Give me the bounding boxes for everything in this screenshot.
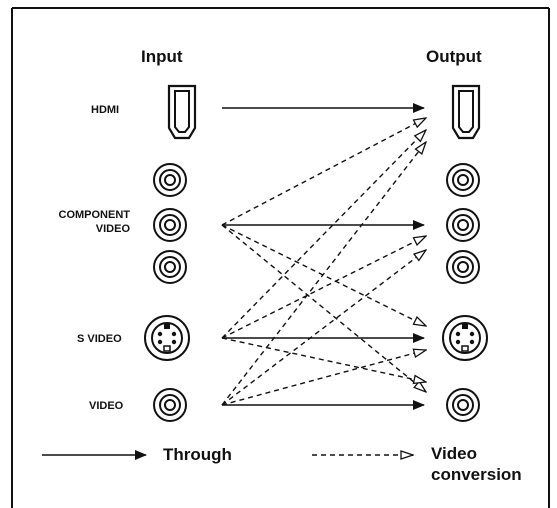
rca-jack-icon [153,163,187,197]
conversion-arrows [221,118,426,406]
conversion-arrow-component-to-hdmi [221,118,426,226]
s-video-jack-icon [144,315,190,361]
row-label-hdmi: HDMI [91,104,120,116]
conversion-arrow-video-to-hdmi [221,142,426,406]
rca-jack-icon [446,208,480,242]
hdmi-port-icon [167,84,197,140]
rca-jack-icon [153,388,187,422]
conversion-arrow-component-to-video [221,224,426,392]
rca-jack-icon [446,388,480,422]
s-video-jack-icon [442,315,488,361]
rca-jack-icon [153,250,187,284]
legend-conversion-label: Video conversion [431,443,522,485]
conversion-arrow-component-to-svideo [221,224,426,326]
row-label-video: VIDEO [89,400,124,412]
legend-conversion-line2: conversion [431,465,522,484]
conversion-arrow-video-to-svideo [221,350,426,406]
legend-conversion-line1: Video [431,444,477,463]
hdmi-port-icon [451,84,481,140]
rca-jack-icon [446,163,480,197]
legend-through-label: Through [163,445,232,464]
input-column-title: Input [141,47,183,66]
row-label-component-line1: COMPONENT [58,209,131,221]
rca-jack-icon [446,250,480,284]
row-label-svideo: S VIDEO [77,333,122,345]
diagram-border [11,7,550,508]
rca-jack-icon [153,208,187,242]
conversion-arrow-svideo-to-hdmi [221,130,426,339]
row-label-component: COMPONENT VIDEO [46,208,131,236]
output-column-title: Output [426,47,482,66]
conversion-arrow-svideo-to-video [221,337,426,382]
row-label-component-line2: VIDEO [95,223,130,235]
conversion-arrow-svideo-to-component [221,236,426,339]
conversion-arrow-video-to-component [221,250,426,406]
